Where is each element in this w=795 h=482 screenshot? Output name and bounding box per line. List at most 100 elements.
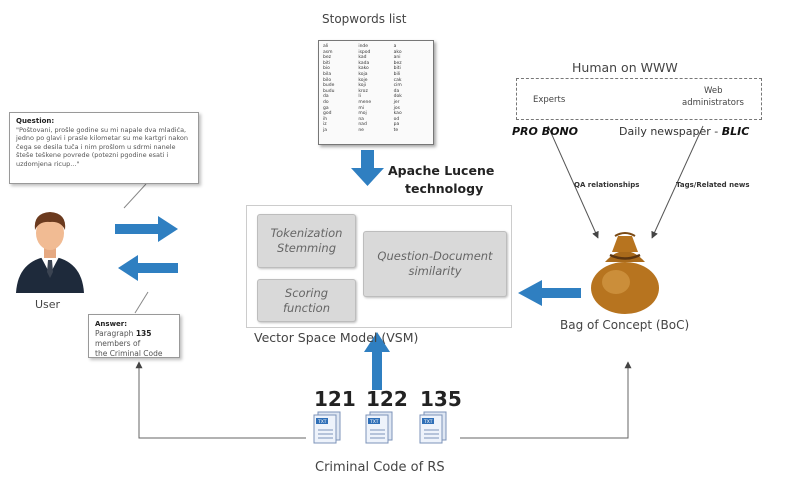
human-www-title: Human on WWW: [572, 60, 678, 75]
qd-similarity-line1: Question-Document: [377, 249, 493, 263]
stopword-item: bez: [393, 60, 402, 66]
question-title: Question:: [16, 117, 55, 125]
scoring-line2: function: [283, 300, 330, 315]
human-www-box: Experts Web administrators: [516, 78, 762, 120]
stopword-item: inde: [358, 44, 369, 49]
answer-title: Answer:: [95, 320, 128, 328]
user-avatar-icon: [16, 212, 84, 293]
question-bubble: Question: "Poštovani, prošle godine su m…: [9, 112, 199, 184]
bag-of-concept-icon: [591, 232, 659, 314]
experts-label: Experts: [533, 95, 566, 105]
scoring-box: Scoring function: [257, 279, 356, 322]
vsm-to-user-arrow: [118, 255, 178, 281]
stopword-item: bili: [393, 71, 401, 77]
tags-related-news-label: Tags/Related news: [676, 181, 750, 189]
stopword-item: ne: [358, 127, 364, 133]
doc-number-121: 121: [314, 387, 356, 411]
vsm-frame: Tokenization Stemming Scoring function Q…: [246, 205, 512, 328]
stopword-item: bio: [323, 66, 330, 72]
doc-icon-122: TXT: [365, 411, 393, 444]
stopword-item: iz: [323, 122, 327, 128]
daily-newspaper-prefix: Daily newspaper -: [619, 125, 722, 138]
stopword-item: od: [393, 116, 400, 122]
question-bubble-tail: [123, 183, 147, 209]
stopwords-title: Stopwords list: [322, 12, 407, 26]
stemming-label: Stemming: [276, 241, 337, 255]
qd-similarity-line2: similarity: [408, 264, 462, 278]
daily-newspaper-label: Daily newspaper - BLIC: [619, 125, 749, 138]
stopword-item: ga: [323, 105, 329, 111]
web-admin-line2: administrators: [682, 98, 744, 108]
code-to-answer-line: [135, 361, 306, 439]
stopword-item: dok: [393, 94, 402, 100]
question-document-similarity-box: Question-Document similarity: [363, 231, 507, 297]
stopword-item: ako: [393, 49, 402, 55]
stopword-item: koji: [358, 83, 367, 89]
stopword-item: koje: [358, 77, 368, 83]
stopword-item: kao: [393, 111, 402, 117]
code-to-vsm-arrow: [364, 332, 390, 390]
stopword-item: kroz: [358, 88, 368, 94]
stopword-item: ja: [323, 127, 328, 133]
stopword-item: mene: [358, 99, 372, 105]
scoring-line1: Scoring: [284, 285, 329, 300]
doc-number-122: 122: [366, 387, 408, 411]
stopword-item: ih: [323, 116, 328, 122]
stopword-item: ali: [323, 44, 329, 49]
user-label: User: [35, 298, 61, 311]
stopword-item: bila: [323, 71, 332, 77]
tokenization-box: Tokenization Stemming: [257, 214, 356, 268]
answer-bubble-tail: [134, 291, 149, 314]
stopword-item: kad: [358, 55, 367, 61]
tokenization-label: Tokenization: [270, 226, 343, 240]
stopword-item: ani: [393, 55, 401, 61]
stopword-item: te: [393, 127, 399, 133]
apache-lucene-line1: Apache Lucene: [388, 163, 495, 178]
doc-icon-121: TXT: [313, 411, 341, 444]
tags-related-line: [651, 125, 704, 239]
question-text: "Poštovani, prošle godine su mi napale d…: [16, 125, 188, 168]
stopword-item: a: [393, 44, 397, 49]
doc-number-135: 135: [420, 387, 462, 411]
stopword-item: jer: [393, 99, 400, 105]
stopword-item: kada: [358, 60, 370, 66]
qa-relationship-line: [547, 125, 599, 239]
vsm-label: Vector Space Model (VSM): [254, 330, 419, 345]
stopword-item: bilo: [323, 77, 332, 83]
doc-icon-txt-label: TXT: [317, 419, 327, 425]
stopword-item: koja: [358, 71, 368, 77]
answer-line1: Paragraph 135 members of: [95, 329, 152, 348]
stopword-item: bez: [323, 55, 331, 61]
stopword-item: li: [358, 94, 361, 100]
answer-bubble: Answer: Paragraph 135 members of the Cri…: [88, 314, 180, 358]
web-admin-line1: Web: [704, 86, 723, 96]
stopword-item: pa: [393, 122, 400, 128]
stopword-item: jos: [393, 105, 401, 111]
user-to-vsm-arrow: [115, 216, 178, 242]
code-to-boc-line: [460, 361, 632, 439]
stopword-item: na: [358, 116, 364, 122]
qa-relationships-label: QA relationships: [574, 181, 640, 189]
boc-label: Bag of Concept (BoC): [560, 318, 690, 332]
stopword-item: moj: [358, 111, 367, 117]
stopword-item: bude: [323, 83, 335, 89]
stopword-item: nad: [358, 122, 367, 128]
doc-icon-txt-label: TXT: [423, 419, 433, 425]
apache-lucene-line2: technology: [405, 181, 484, 196]
stopword-item: cak: [393, 77, 402, 83]
stopword-item: biti: [393, 66, 401, 72]
stopword-item: da: [393, 88, 400, 94]
stopword-item: kako: [358, 66, 369, 72]
stopword-item: biti: [323, 60, 331, 66]
stopword-item: god: [323, 111, 332, 117]
stopword-item: ispod: [358, 49, 371, 55]
stopword-item: da: [323, 94, 329, 100]
stopword-item: asm: [323, 49, 333, 55]
answer-line2: the Criminal Code: [95, 349, 163, 358]
stopword-item: mi: [358, 105, 364, 111]
